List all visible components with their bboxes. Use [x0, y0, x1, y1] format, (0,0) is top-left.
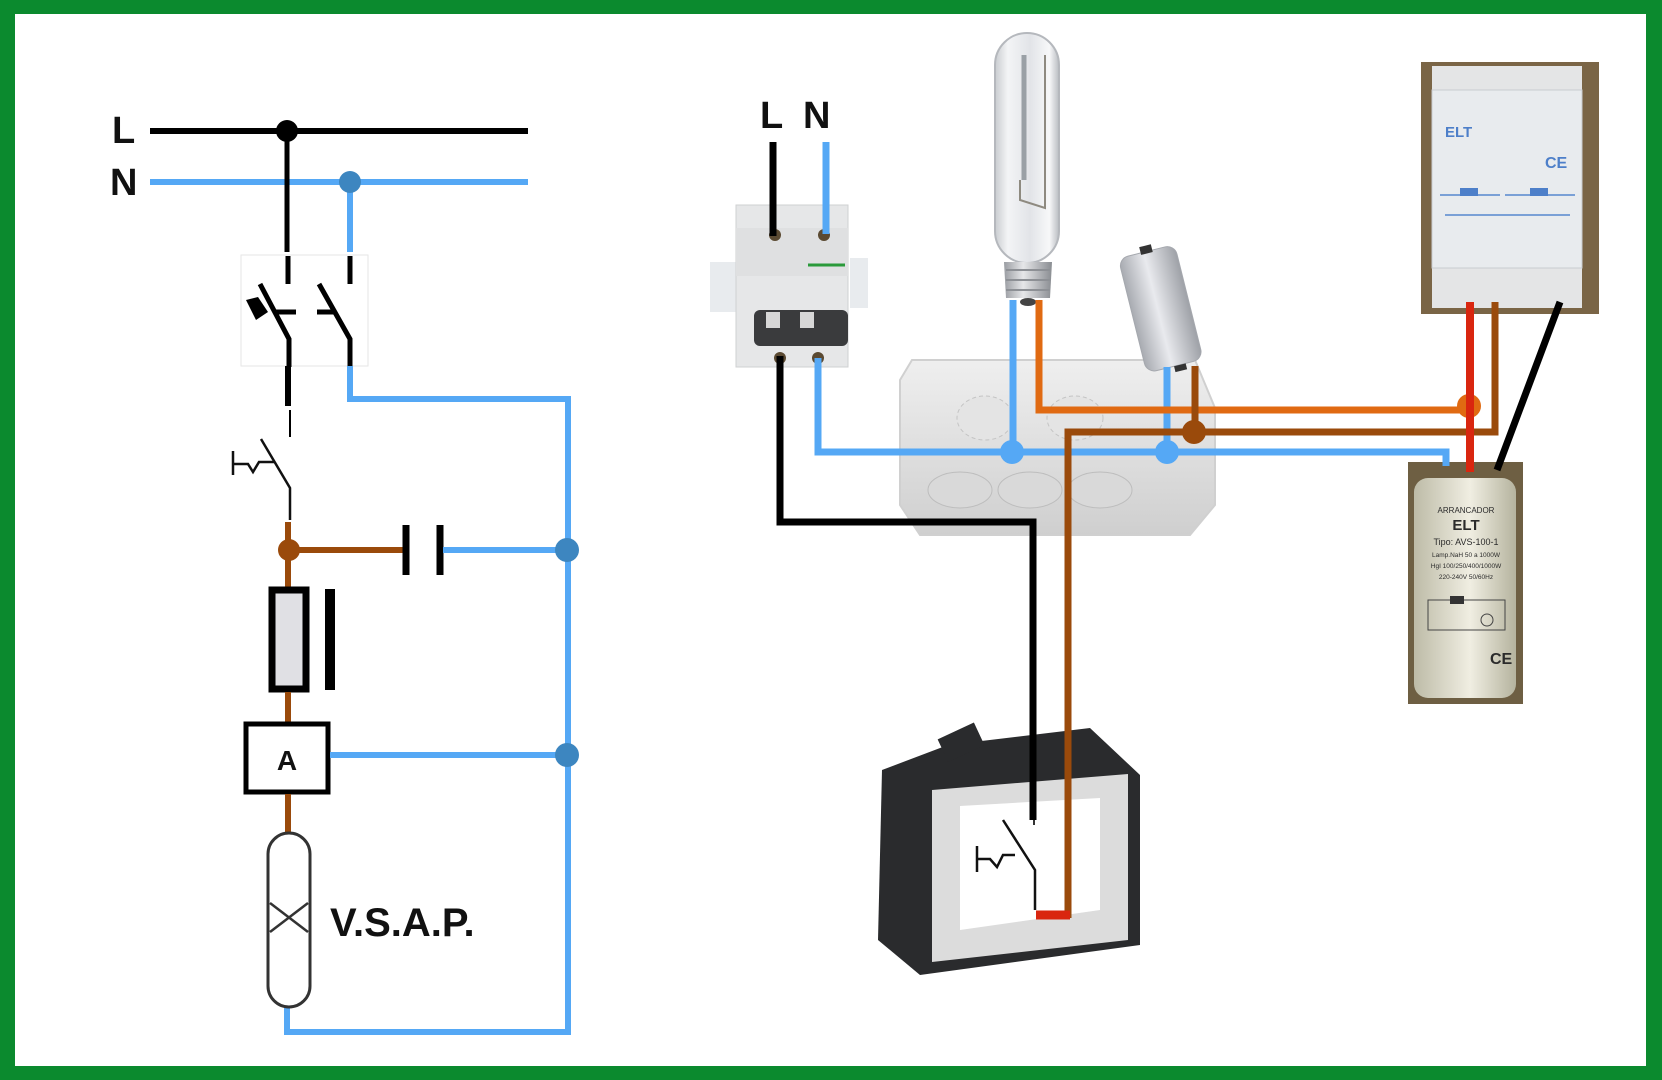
wire-ballast-black [1493, 300, 1564, 472]
neutral-node-capacitor [555, 538, 579, 562]
schematic-label-live: L [112, 110, 135, 152]
diagram-panel [15, 14, 1646, 1066]
live-junction-node [276, 120, 298, 142]
wire-live-to-switch [776, 356, 1037, 820]
neutral-node-ballast [555, 743, 579, 767]
capacitor [1119, 244, 1202, 373]
schematic: L N [110, 110, 579, 1035]
neutral-node-lamp [1000, 440, 1024, 464]
ballast-ce-mark: CE [1545, 155, 1568, 172]
ballast-brand: ELT [1445, 124, 1472, 141]
wire-switch-to-ballast [1064, 302, 1499, 918]
ignitor: ARRANCADOR ELT Tipo: AVS-100-1 Lamp.NaH … [1408, 462, 1523, 704]
schematic-neutral-return [284, 366, 571, 1035]
neutral-node-cap [1155, 440, 1179, 464]
lamp-label: V.S.A.P. [330, 901, 475, 945]
ignitor-symbol [268, 586, 335, 693]
ignitor-line3: 220-240V 50/60Hz [1439, 574, 1493, 581]
wall-switch [878, 722, 1140, 975]
ignitor-brand: ELT [1452, 517, 1479, 534]
brown-node [1182, 420, 1206, 444]
schematic-label-neutral: N [110, 162, 137, 204]
ignitor-title: ARRANCADOR [1438, 506, 1495, 515]
ignitor-type: Tipo: AVS-100-1 [1433, 537, 1498, 547]
ignitor-line2: HgI 100/250/400/1000W [1431, 563, 1502, 570]
ignitor-line1: Lamp.NaH 50 a 1000W [1432, 552, 1501, 559]
wire-neutral-bus [814, 358, 1450, 466]
lamp-symbol [266, 831, 312, 1009]
breaker-symbol [240, 254, 369, 367]
pictorial-wiring: L N [710, 32, 1599, 975]
neutral-junction-node [339, 171, 361, 193]
capacitor-symbol [402, 525, 444, 575]
hps-lamp [994, 32, 1060, 306]
switch-symbol [231, 438, 292, 520]
ballast-symbol: A [243, 721, 331, 795]
ignitor-ce-mark: CE [1490, 651, 1513, 668]
ballast: ELT CE [1421, 62, 1599, 314]
wiring-label-live: L [760, 95, 783, 137]
wire-lamp-to-ignitor [1035, 300, 1468, 414]
ballast-label: A [277, 745, 297, 776]
wiring-label-neutral: N [803, 95, 830, 137]
